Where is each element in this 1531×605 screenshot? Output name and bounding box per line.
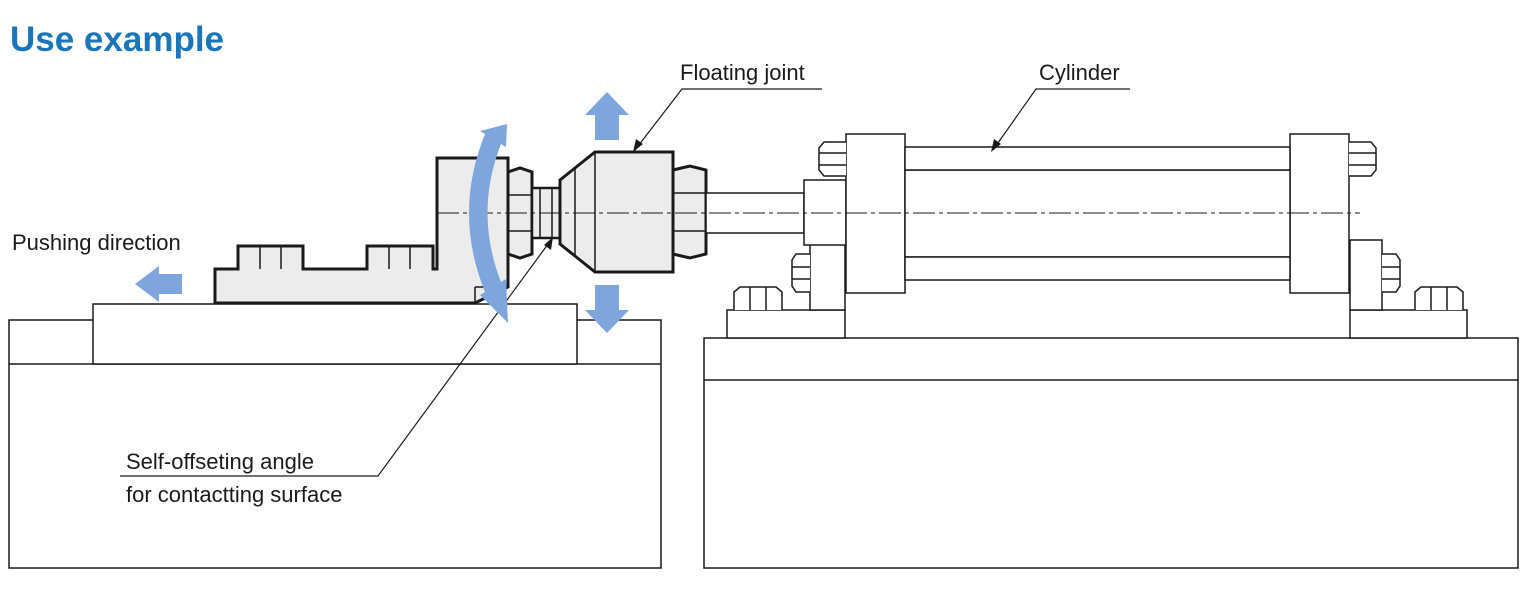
floating-joint-label: Floating joint (680, 60, 805, 85)
workpiece-block (213, 156, 510, 305)
pushing-direction-label: Pushing direction (12, 230, 181, 255)
leader-arrowhead-floating (633, 139, 643, 152)
leader-self-offset (120, 239, 552, 477)
leader-arrowhead-cylinder (991, 139, 1001, 152)
left-base (8, 303, 662, 569)
leader-floating-joint (634, 88, 822, 151)
right-base (703, 337, 1519, 569)
leader-lines (120, 88, 1130, 477)
bolt-head-1 (259, 246, 282, 269)
pushing-direction-arrow (135, 266, 182, 302)
offset-arrow-down (585, 285, 629, 333)
tie-rod-nut-front (818, 141, 846, 177)
angle-curved-arrow (469, 124, 508, 323)
tie-rod-upper (904, 146, 1291, 171)
bolt-head-2 (388, 246, 411, 269)
mounting-foot-right (1349, 239, 1468, 339)
tie-rod-nut-rear (1349, 141, 1377, 177)
self-offset-angle-label-line1: Self-offseting angle (126, 449, 314, 474)
leader-cylinder (992, 88, 1130, 151)
page-title: Use example (10, 20, 225, 59)
offset-arrow-up (585, 92, 629, 140)
mounting-foot-left (726, 239, 846, 339)
leader-arrowhead-angle (544, 237, 553, 250)
cylinder-label: Cylinder (1039, 60, 1120, 85)
floating-joint-body (558, 150, 675, 274)
tie-rod-lower (904, 256, 1291, 281)
floating-joint-assembly (506, 150, 708, 274)
self-offset-angle-label-line2: for contactting surface (126, 482, 343, 507)
